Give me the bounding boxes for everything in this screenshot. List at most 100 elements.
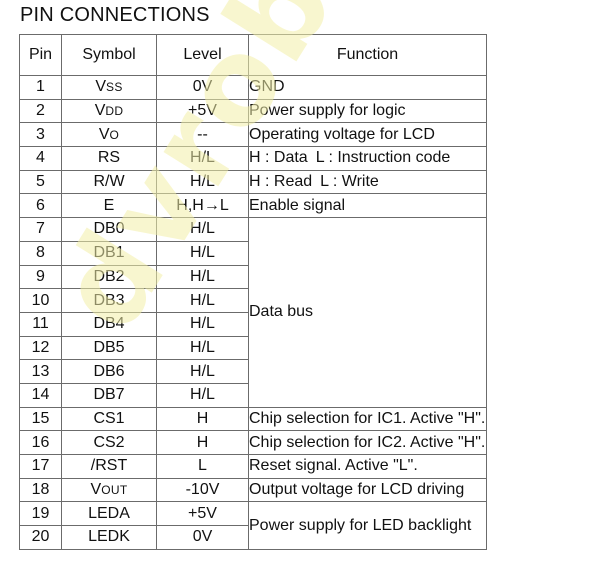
pin-level: 0V: [156, 525, 249, 550]
header-row: Pin Symbol Level Function: [19, 34, 487, 76]
pin-number: 7: [19, 217, 62, 242]
pin-function: Reset signal. Active "L".: [248, 454, 487, 479]
table-row: 7 DB0 H/L Data bus: [19, 217, 487, 408]
pin-number: 15: [19, 406, 62, 432]
pin-number: 3: [19, 122, 62, 148]
header-pin: Pin: [19, 34, 62, 76]
header-symbol: Symbol: [61, 34, 157, 76]
symbol-subscript: DD: [105, 104, 124, 119]
pin-number: 13: [19, 359, 62, 384]
pin-function: Operating voltage for LCD: [248, 122, 487, 148]
function-part-b: L : Instruction code: [315, 149, 451, 167]
pin-symbol: R/W: [61, 169, 157, 195]
pin-function: GND: [248, 75, 487, 100]
pin-function: Power supply for logic: [248, 98, 487, 124]
pin-function-data-bus: Data bus: [248, 217, 487, 408]
pin-level: H/L: [156, 382, 249, 408]
table-row: 20 LEDK 0V: [19, 525, 487, 550]
header-level: Level: [156, 34, 249, 76]
pin-level: H/L: [156, 146, 249, 171]
pin-symbol: VSS: [61, 75, 157, 100]
pin-symbol: DB1: [61, 240, 157, 266]
pin-symbol: CS2: [61, 430, 157, 455]
pin-function: Chip selection for IC1. Active "H".: [248, 406, 487, 432]
pin-symbol: DB7: [61, 382, 157, 408]
pin-level: H/L: [156, 311, 249, 337]
pin-symbol: DB6: [61, 359, 157, 384]
pin-function-led-backlight: Power supply for LED backlight: [248, 501, 487, 550]
pin-level: H/L: [156, 288, 249, 313]
pin-number: 1: [19, 75, 62, 100]
pin-number: 17: [19, 454, 62, 479]
table-row: 6 E H,H→L Enable signal: [19, 193, 487, 219]
function-part-a: H : Data: [249, 149, 308, 167]
symbol-main: V: [98, 125, 110, 143]
table-row: 10 DB3 H/L: [19, 288, 487, 313]
pin-number: 14: [19, 382, 62, 408]
pin-number: 6: [19, 193, 62, 219]
table-row: 19 LEDA +5V Power supply for LED backlig…: [19, 501, 487, 550]
table-row: 13 DB6 H/L: [19, 359, 487, 384]
pin-number: 8: [19, 240, 62, 266]
pin-number: 10: [19, 288, 62, 313]
function-part-a: H : Read: [249, 173, 313, 191]
symbol-main: V: [94, 102, 106, 120]
pin-symbol: RS: [61, 146, 157, 171]
function-part-b: L : Write: [320, 173, 379, 191]
table-row: 1 VSS 0V GND: [19, 75, 487, 100]
pin-level: H/L: [156, 359, 249, 384]
pin-function: Output voltage for LCD driving: [248, 477, 487, 503]
pin-level: -10V: [156, 477, 249, 503]
pin-level: L: [156, 454, 249, 479]
pin-number: 12: [19, 335, 62, 361]
pin-symbol: E: [61, 193, 157, 219]
pin-level: +5V: [156, 501, 249, 527]
pin-number: 2: [19, 98, 62, 124]
table-row: 12 DB5 H/L: [19, 335, 487, 361]
table-row: 2 VDD +5V Power supply for logic: [19, 98, 487, 124]
header-function: Function: [248, 34, 487, 76]
pin-symbol: VDD: [61, 98, 157, 124]
pin-symbol: LEDA: [61, 501, 157, 527]
table-row: 16 CS2 H Chip selection for IC2. Active …: [19, 430, 487, 455]
pin-number: 16: [19, 430, 62, 455]
table-row: 15 CS1 H Chip selection for IC1. Active …: [19, 406, 487, 432]
pin-symbol: DB4: [61, 311, 157, 337]
pin-number: 9: [19, 264, 62, 290]
pin-function: H : Data L : Instruction code: [248, 146, 487, 171]
pin-symbol: LEDK: [61, 525, 157, 550]
pin-level: H/L: [156, 335, 249, 361]
symbol-subscript: OUT: [101, 483, 128, 498]
pin-symbol: DB2: [61, 264, 157, 290]
pin-symbol: /RST: [61, 454, 157, 479]
pin-level: H: [156, 406, 249, 432]
pin-function: H : Read L : Write: [248, 169, 487, 195]
pin-number: 19: [19, 501, 62, 527]
pin-symbol: VOUT: [61, 477, 157, 503]
pin-level: +5V: [156, 98, 249, 124]
pin-symbol: DB3: [61, 288, 157, 313]
pin-symbol: CS1: [61, 406, 157, 432]
symbol-main: V: [95, 78, 107, 96]
table-row: 8 DB1 H/L: [19, 240, 487, 266]
pin-number: 11: [19, 311, 62, 337]
pin-level: H/L: [156, 240, 249, 266]
pin-number: 18: [19, 477, 62, 503]
pin-number: 20: [19, 525, 62, 550]
pin-level: H,H→L: [156, 193, 249, 219]
pin-level: H/L: [156, 217, 249, 242]
table-row: 18 VOUT -10V Output voltage for LCD driv…: [19, 477, 487, 503]
table-row: 11 DB4 H/L: [19, 311, 487, 337]
table-row: 9 DB2 H/L: [19, 264, 487, 290]
page-title: PIN CONNECTIONS: [20, 4, 210, 26]
table-row: 17 /RST L Reset signal. Active "L".: [19, 454, 487, 479]
table-row: 14 DB7 H/L: [19, 382, 487, 408]
pin-level: --: [156, 122, 249, 148]
pin-level: H/L: [156, 169, 249, 195]
pin-function: Enable signal: [248, 193, 487, 219]
pin-level: H/L: [156, 264, 249, 290]
pin-symbol: DB0: [61, 217, 157, 242]
pin-connections-table: Pin Symbol Level Function 1 VSS 0V GND 2…: [19, 34, 487, 550]
